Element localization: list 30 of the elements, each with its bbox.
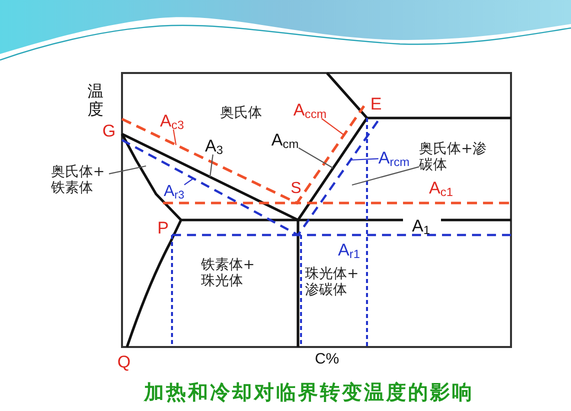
leader-line bbox=[298, 147, 334, 168]
leader-line bbox=[172, 129, 177, 146]
axis-label: 温度 bbox=[88, 82, 104, 120]
leader-line bbox=[108, 165, 146, 174]
caption: 加热和冷却对临界转变温度的影响 bbox=[144, 382, 474, 402]
curve-label: A$_{r1}$ bbox=[338, 242, 360, 258]
leader-line bbox=[184, 178, 194, 186]
curve-label: A$_{1}$ bbox=[412, 218, 430, 234]
curve-label: A$_{ccm}$ bbox=[293, 102, 327, 118]
leader-line bbox=[350, 158, 378, 161]
point-label: S bbox=[290, 181, 302, 197]
curve-label: A$_{c1}$ bbox=[429, 180, 453, 196]
leader-line bbox=[209, 154, 214, 178]
point-label: G bbox=[102, 122, 116, 140]
curve-label: A$_{c3}$ bbox=[160, 112, 184, 130]
curve-label: A$_{rcm}$ bbox=[378, 150, 410, 166]
region-label: 奥氏体+铁素体 bbox=[51, 164, 109, 196]
region-label: 奥氏体+渗碳体 bbox=[419, 140, 491, 174]
leader-line bbox=[352, 166, 420, 186]
axis-label: C% bbox=[314, 352, 340, 366]
point-label: P bbox=[157, 220, 169, 236]
point-label: E bbox=[370, 96, 382, 112]
leader-line bbox=[321, 118, 344, 136]
region-label: 铁素体+珠光体 bbox=[201, 256, 256, 290]
point-label: Q bbox=[117, 354, 131, 370]
region-label: 珠光体+渗碳体 bbox=[305, 266, 360, 298]
region-label: 奥氏体 bbox=[220, 106, 262, 120]
curve-label: A$_{3}$ bbox=[205, 138, 223, 154]
curve-label: A$_{cm}$ bbox=[271, 132, 299, 148]
curve-label: A$_{r3}$ bbox=[164, 184, 184, 200]
